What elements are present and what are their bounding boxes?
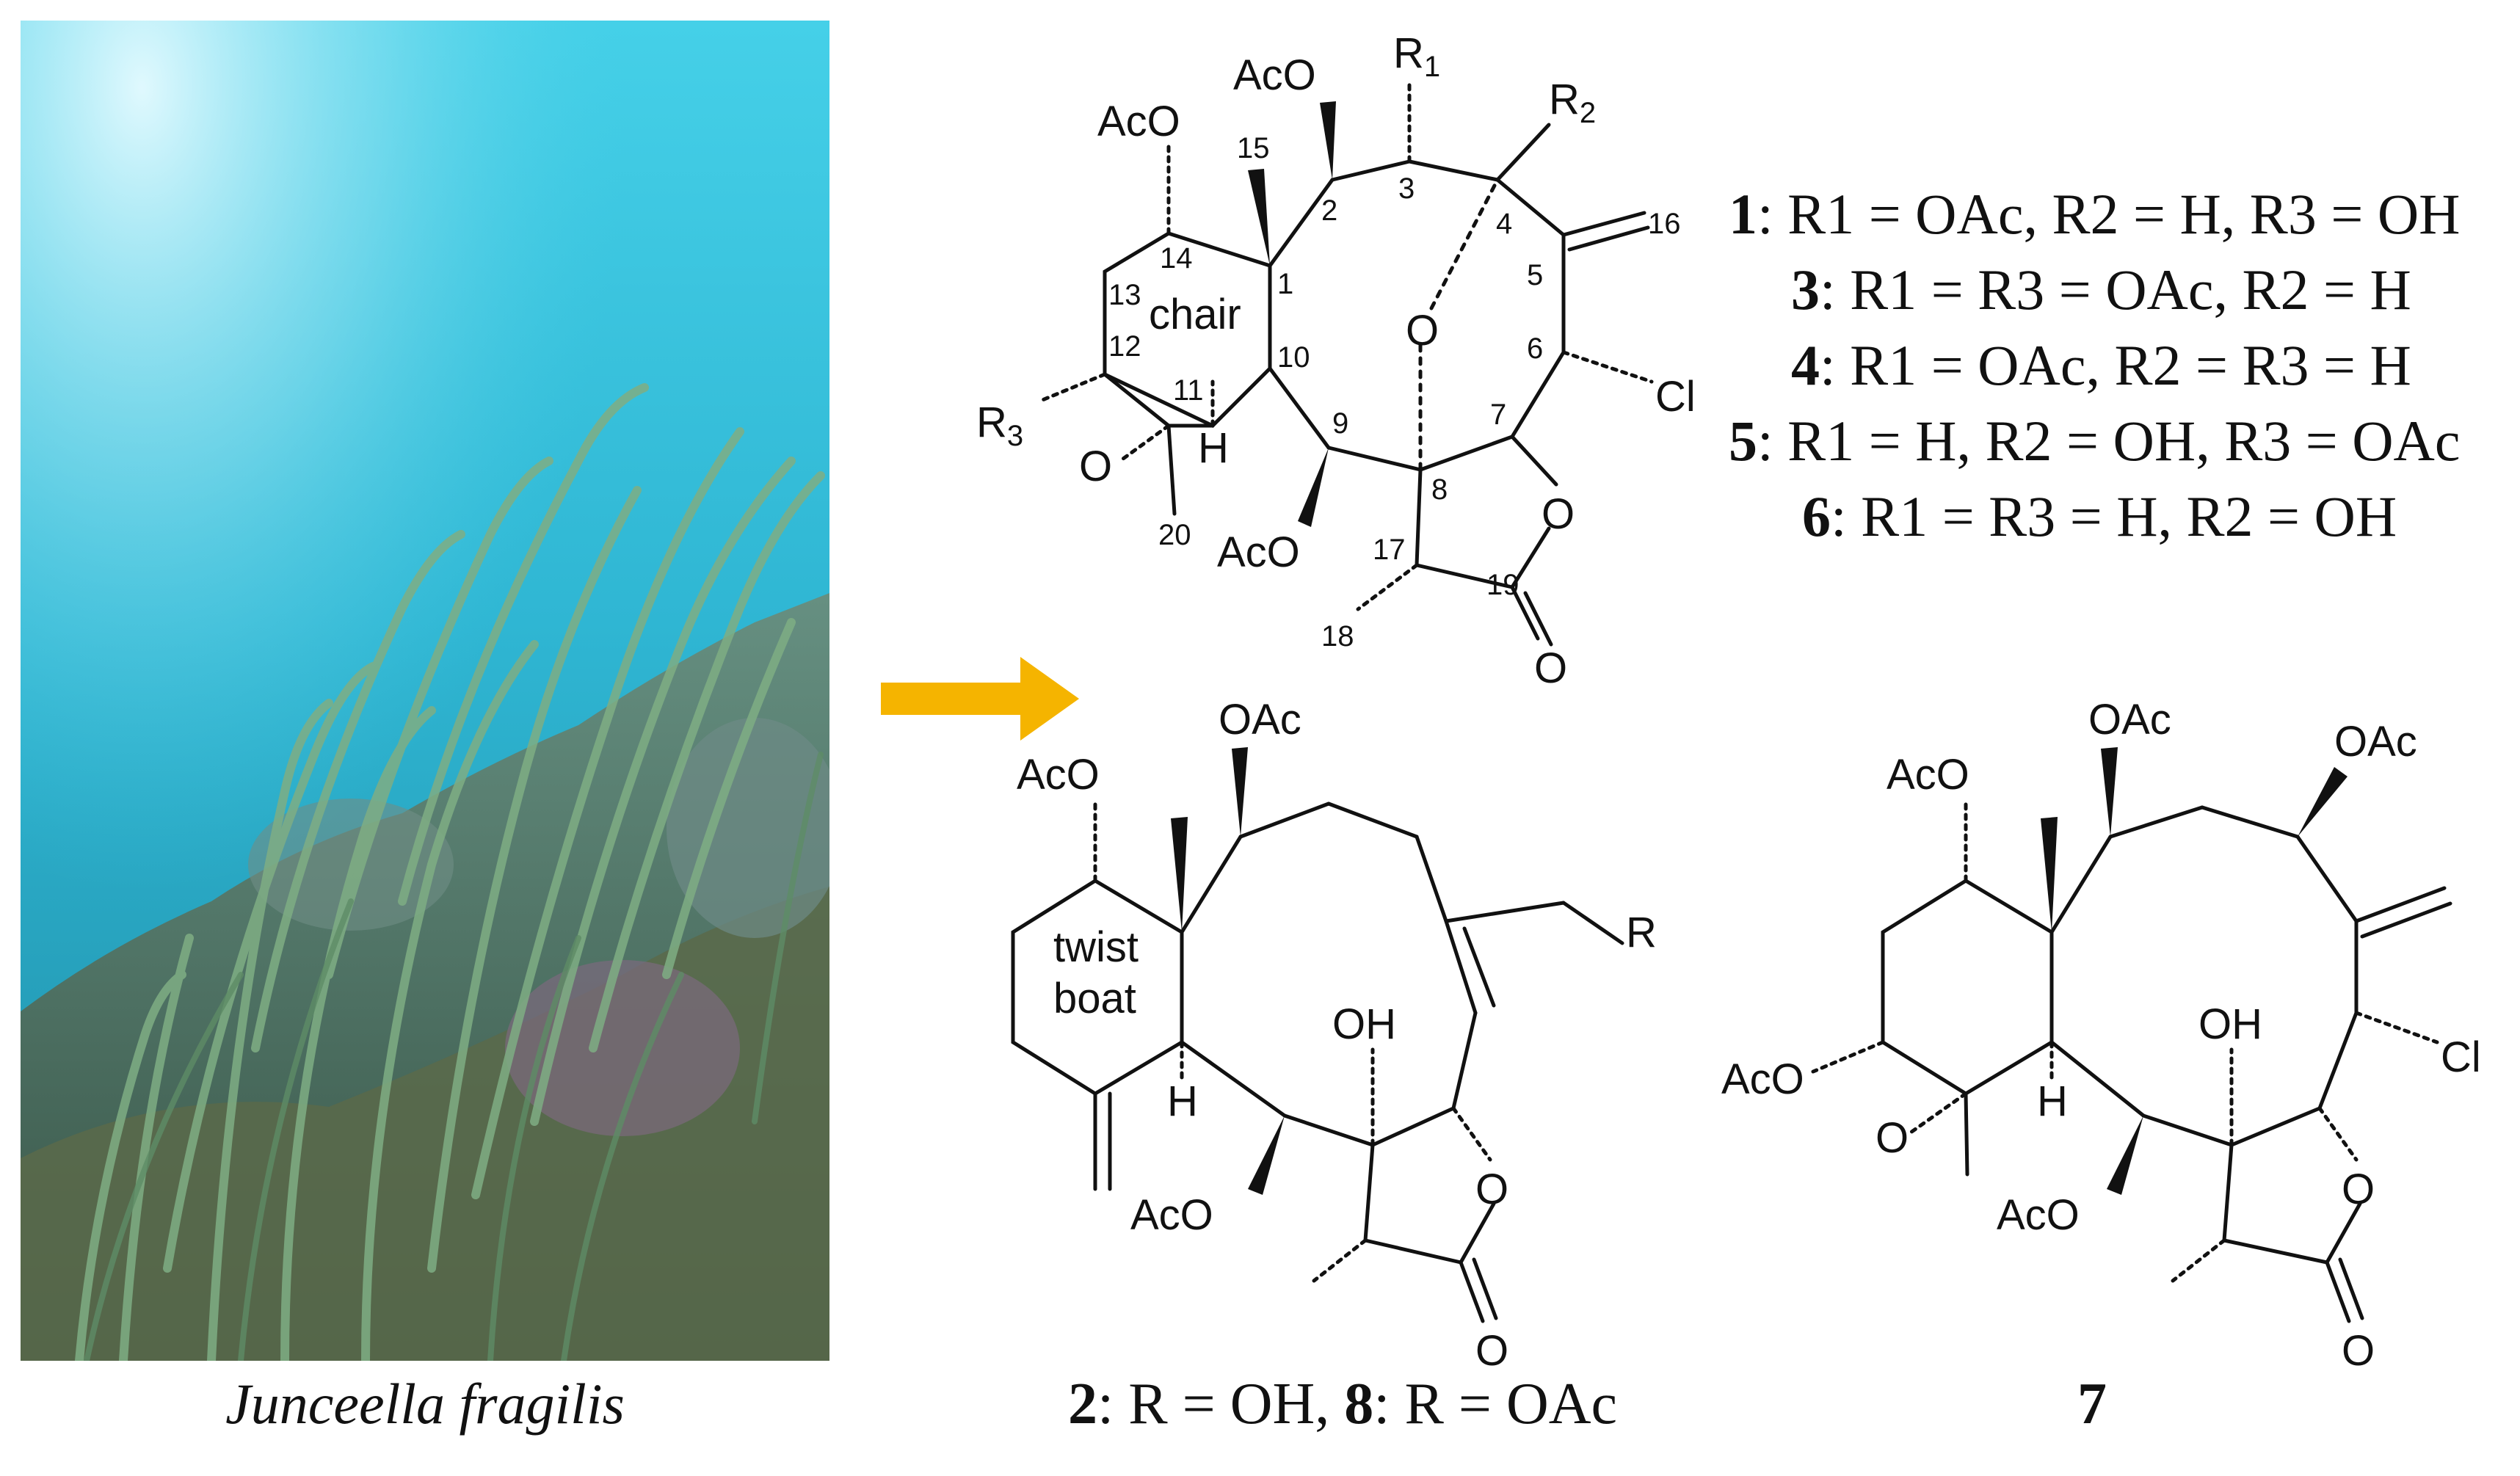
top-o-bridge: O xyxy=(1406,307,1439,355)
top-aco-c14: AcO xyxy=(1097,98,1180,145)
caption-compound-2-8: 2: R = OH, 8: R = OAc xyxy=(1068,1372,1618,1436)
br-aco-side: AcO xyxy=(1721,1055,1804,1103)
bl-ring-conformation-line1: twist xyxy=(1053,923,1139,971)
br-h: H xyxy=(2037,1077,2068,1125)
substituent-legend: 1: R1 = OAc, R2 = H, R3 = OH 3: R1 = R3 … xyxy=(1729,176,2460,554)
svg-text:10: 10 xyxy=(1277,341,1310,374)
top-aco-c2: AcO xyxy=(1233,51,1316,99)
legend-line: 5: R1 = H, R2 = OH, R3 = OAc xyxy=(1729,409,2461,473)
top-o-epoxide: O xyxy=(1079,443,1112,490)
svg-text:9: 9 xyxy=(1332,407,1348,440)
svg-text:6: 6 xyxy=(1527,332,1543,365)
legend-line: 1: R1 = OAc, R2 = H, R3 = OH xyxy=(1729,182,2461,246)
br-aco-bottom: AcO xyxy=(1997,1191,2080,1239)
top-r1: R1 xyxy=(1393,29,1440,83)
svg-text:17: 17 xyxy=(1373,534,1406,566)
structure-top: AcO AcO R1 R2 R3 O O O O H Cl AcO chair … xyxy=(976,29,1696,692)
top-r2: R2 xyxy=(1549,76,1596,129)
top-o-lactone: O xyxy=(1542,490,1575,538)
br-oac-right: OAc xyxy=(2334,718,2417,766)
top-ring-conformation: chair xyxy=(1149,291,1241,338)
legend-line: 6: R1 = R3 = H, R2 = OH xyxy=(1802,484,2397,548)
svg-text:13: 13 xyxy=(1108,279,1141,311)
svg-text:2: 2 xyxy=(1321,195,1337,227)
top-r3: R3 xyxy=(976,399,1023,452)
bl-aco-bottom: AcO xyxy=(1130,1191,1213,1239)
svg-text:14: 14 xyxy=(1160,242,1193,275)
br-aco-left: AcO xyxy=(1887,751,1969,799)
bl-aco-left: AcO xyxy=(1017,751,1100,799)
structure-compound-2-8: OAc AcO AcO OH R H O O twist boat xyxy=(1011,696,1657,1375)
legend-line: 4: R1 = OAc, R2 = R3 = H xyxy=(1791,333,2411,397)
svg-text:4: 4 xyxy=(1496,208,1512,240)
svg-text:15: 15 xyxy=(1237,132,1270,164)
br-cl: Cl xyxy=(2441,1033,2481,1081)
br-oh: OH xyxy=(2198,1000,2262,1048)
bl-o-lactone: O xyxy=(1475,1166,1508,1213)
svg-text:12: 12 xyxy=(1108,330,1141,363)
br-o-epoxide: O xyxy=(1876,1114,1909,1162)
coral-photo xyxy=(21,21,829,1361)
caption-compound-7: 7 xyxy=(2077,1372,2107,1436)
br-o-carbonyl: O xyxy=(2342,1327,2375,1375)
svg-text:20: 20 xyxy=(1158,519,1191,551)
legend-line: 3: R1 = R3 = OAc, R2 = H xyxy=(1791,258,2411,321)
top-atom-numbers: 1 2 3 4 5 6 7 8 9 10 11 12 13 14 15 16 1… xyxy=(1108,132,1681,652)
svg-text:8: 8 xyxy=(1431,473,1448,506)
bl-o-carbonyl: O xyxy=(1475,1327,1508,1375)
svg-text:5: 5 xyxy=(1527,259,1543,291)
arrow-icon xyxy=(881,657,1079,741)
structure-compound-7: OAc OAc AcO AcO AcO OH Cl H O O O xyxy=(1721,696,2481,1375)
top-h-c10: H xyxy=(1198,424,1229,472)
bl-h: H xyxy=(1167,1077,1198,1125)
svg-text:1: 1 xyxy=(1277,268,1293,300)
bl-r: R xyxy=(1626,909,1657,956)
species-caption: Junceella fragilis xyxy=(225,1372,625,1436)
svg-text:3: 3 xyxy=(1398,172,1415,205)
svg-text:16: 16 xyxy=(1648,208,1681,240)
svg-text:11: 11 xyxy=(1173,374,1204,407)
br-oac-top: OAc xyxy=(2088,696,2171,744)
bl-ring-conformation-line2: boat xyxy=(1053,975,1136,1022)
br-o-lactone: O xyxy=(2342,1166,2375,1213)
top-aco-c9: AcO xyxy=(1217,528,1300,576)
svg-text:18: 18 xyxy=(1321,620,1354,652)
bl-oh: OH xyxy=(1332,1000,1396,1048)
svg-text:7: 7 xyxy=(1490,399,1506,431)
top-cl: Cl xyxy=(1655,373,1696,421)
top-o-carbonyl: O xyxy=(1534,644,1567,692)
svg-text:19: 19 xyxy=(1486,569,1519,601)
bl-oac-top: OAc xyxy=(1219,696,1301,744)
